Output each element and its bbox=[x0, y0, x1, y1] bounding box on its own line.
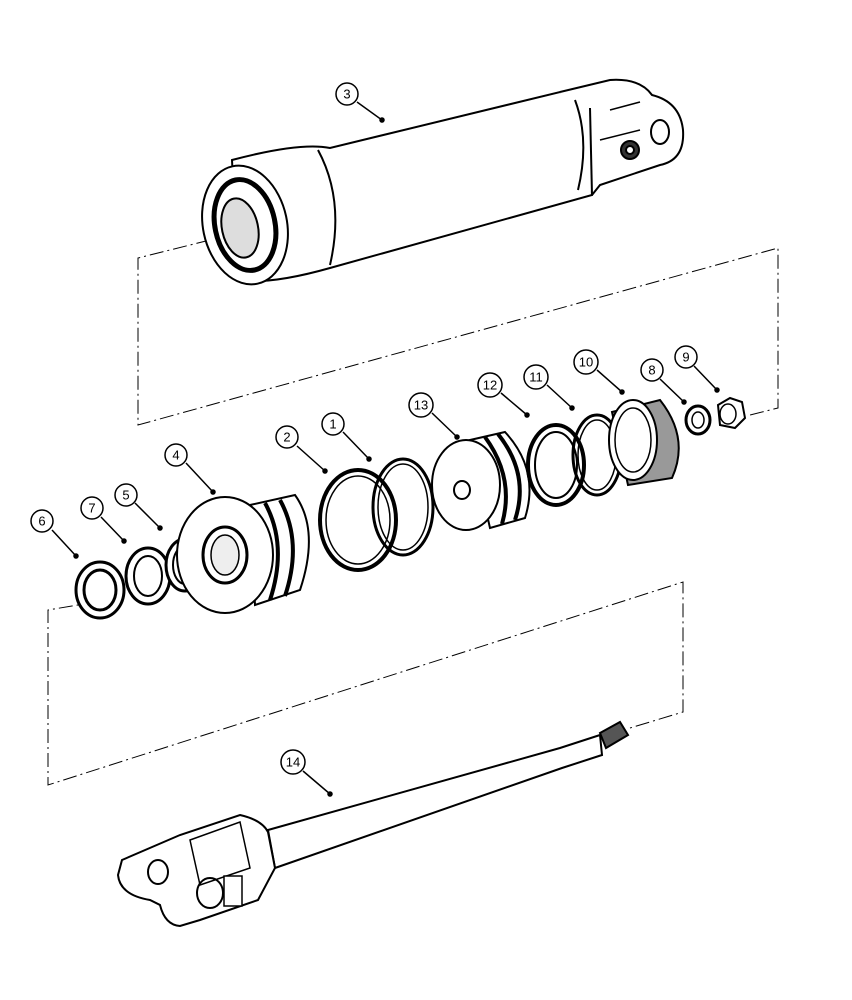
callout-leader-arrowhead bbox=[379, 117, 385, 123]
callout-leaders bbox=[51, 101, 720, 797]
callout-4-label: 4 bbox=[172, 448, 179, 463]
callout-leader-line bbox=[693, 365, 718, 391]
callout-12-label: 12 bbox=[483, 378, 497, 393]
callout-2: 2 bbox=[275, 425, 299, 449]
callout-7: 7 bbox=[80, 496, 104, 520]
callout-leader-arrowhead bbox=[454, 434, 460, 440]
callout-leader-line bbox=[296, 445, 326, 472]
callout-11: 11 bbox=[523, 364, 549, 390]
callout-8: 8 bbox=[640, 358, 664, 382]
callout-leader-line bbox=[51, 529, 77, 557]
part-8-washer bbox=[684, 404, 712, 436]
callout-leader-line bbox=[302, 770, 331, 795]
part-9-nut bbox=[716, 396, 747, 430]
callout-3-label: 3 bbox=[343, 87, 350, 102]
callout-leader-line bbox=[100, 516, 125, 542]
part-4-gland bbox=[176, 493, 310, 614]
callout-4: 4 bbox=[164, 443, 188, 467]
callout-leader-line bbox=[431, 412, 458, 438]
callout-10: 10 bbox=[573, 349, 599, 375]
callout-leader-line bbox=[342, 431, 370, 460]
callout-leader-line bbox=[500, 392, 528, 416]
callout-leader-line bbox=[596, 369, 623, 393]
part-13-piston bbox=[431, 430, 531, 531]
part-10-bearing-ring bbox=[608, 398, 680, 487]
part-1-ring bbox=[371, 457, 435, 557]
callout-13-label: 13 bbox=[414, 398, 428, 413]
callout-9-label: 9 bbox=[682, 350, 689, 365]
callout-leader-line bbox=[356, 101, 383, 121]
piston-rod bbox=[116, 720, 630, 928]
callout-leader-arrowhead bbox=[210, 489, 216, 495]
callout-leader-line bbox=[134, 502, 161, 529]
callout-14: 14 bbox=[280, 749, 306, 775]
callout-8-label: 8 bbox=[648, 363, 655, 378]
callout-7-label: 7 bbox=[88, 501, 95, 516]
callout-5: 5 bbox=[114, 483, 138, 507]
callout-3: 3 bbox=[335, 82, 359, 106]
callout-leader-arrowhead bbox=[327, 791, 333, 797]
callout-leader-line bbox=[185, 462, 214, 493]
part-7-seal-ring bbox=[124, 546, 172, 606]
callout-leader-arrowhead bbox=[524, 412, 530, 418]
callout-14-label: 14 bbox=[286, 755, 300, 770]
callout-leader-line bbox=[546, 384, 573, 409]
callout-1: 1 bbox=[321, 412, 345, 436]
part-12-ring bbox=[526, 423, 586, 507]
callout-9: 9 bbox=[674, 345, 698, 369]
callout-10-label: 10 bbox=[579, 355, 593, 370]
callout-12: 12 bbox=[477, 372, 503, 398]
callout-leader-arrowhead bbox=[366, 456, 372, 462]
assembly-guide-lines bbox=[47, 239, 779, 786]
callout-leader-arrowhead bbox=[73, 553, 79, 559]
part-6-wiper-seal bbox=[74, 560, 126, 620]
callout-leader-arrowhead bbox=[569, 405, 575, 411]
callout-leader-arrowhead bbox=[157, 525, 163, 531]
callout-leader-arrowhead bbox=[619, 389, 625, 395]
callout-2-label: 2 bbox=[283, 430, 290, 445]
callout-5-label: 5 bbox=[122, 488, 129, 503]
callout-6-label: 6 bbox=[38, 514, 45, 529]
callout-leader-arrowhead bbox=[322, 468, 328, 474]
part-2-ring bbox=[318, 468, 398, 572]
callout-1-label: 1 bbox=[329, 417, 336, 432]
callout-13: 13 bbox=[408, 392, 434, 418]
callout-leader-arrowhead bbox=[714, 387, 720, 393]
callout-11-label: 11 bbox=[529, 370, 543, 385]
cylinder-barrel bbox=[201, 78, 685, 286]
callout-leader-arrowhead bbox=[121, 538, 127, 544]
callout-6: 6 bbox=[30, 509, 54, 533]
callout-leader-line bbox=[659, 378, 685, 403]
callout-leader-arrowhead bbox=[681, 399, 687, 405]
